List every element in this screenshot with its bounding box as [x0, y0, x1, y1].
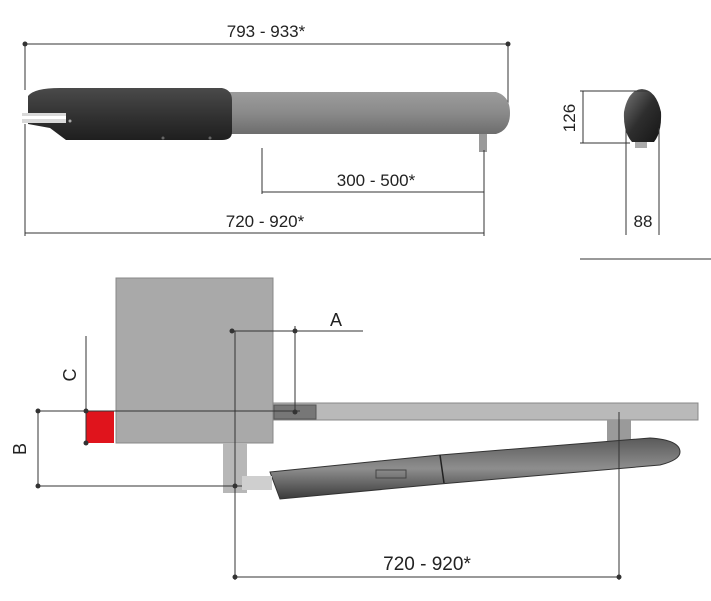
side-tube	[226, 92, 510, 134]
label-c: C	[60, 369, 80, 382]
rod-pin	[479, 134, 487, 152]
side-view: 793 - 933* 300 - 500* 720 - 920*	[22, 22, 511, 236]
height-label: 126	[560, 104, 579, 132]
stroke-dimension: 300 - 500*	[261, 148, 485, 236]
label-b: B	[10, 443, 30, 455]
overall-length-label: 793 - 933*	[227, 22, 306, 41]
fixing-length-dimension: 720 - 920*	[24, 124, 484, 236]
width-dimension: 88	[625, 128, 660, 235]
side-operator	[22, 88, 510, 152]
plan-operator	[269, 437, 681, 500]
label-a: A	[330, 310, 342, 330]
stroke-label: 300 - 500*	[337, 171, 416, 190]
width-label: 88	[634, 212, 653, 231]
plan-fixing-label: 720 - 920*	[383, 554, 471, 575]
pillar	[115, 277, 274, 444]
end-view: 126 88	[560, 89, 711, 260]
gate-leaf	[271, 402, 699, 421]
pillar-bracket-red	[86, 411, 114, 443]
b-dimension: B	[10, 408, 300, 489]
overall-length-dimension: 793 - 933*	[22, 22, 511, 105]
end-cap	[623, 89, 662, 142]
height-dimension: 126	[560, 90, 648, 144]
c-dimension: C	[60, 336, 89, 446]
plan-rod-end	[242, 476, 272, 490]
installation-plan: A C B 720 - 920*	[10, 277, 699, 580]
plan-fixing-dimension: 720 - 920*	[232, 331, 622, 580]
fixing-length-label: 720 - 920*	[226, 212, 305, 231]
side-motor-housing	[28, 88, 232, 140]
